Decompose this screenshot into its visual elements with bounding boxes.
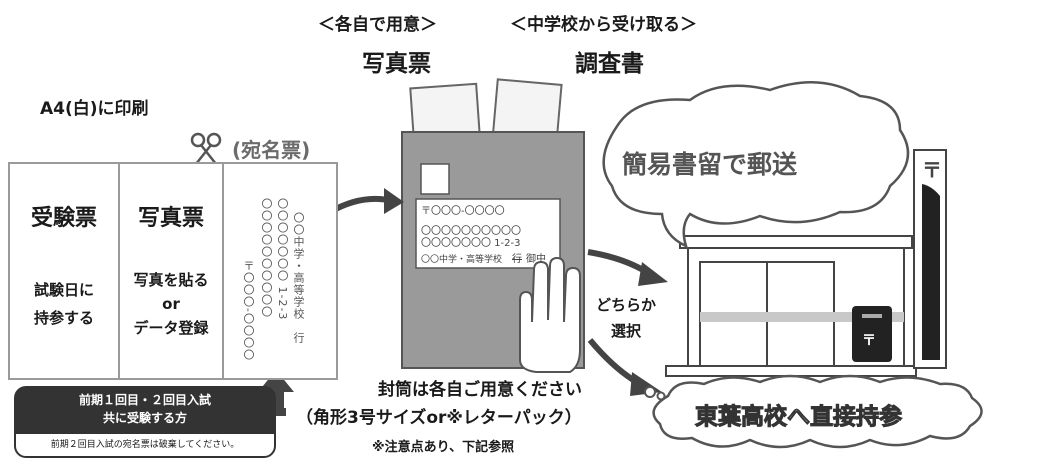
applicants-footnote: 前期２回目入試の宛名票は破棄してください。 [14,432,276,458]
address-col3: 〇〇〇〇〇〇〇 1-2-3 [276,198,289,321]
exam-card-line1: 試験日に [33,281,94,299]
warning-note: ※注意点あり、下記参照 [372,440,515,455]
survey-title: 調査書 [575,51,644,77]
scissors-icon [190,132,222,165]
arrow-up [258,370,294,416]
choice-line2: 選択 [611,322,642,340]
applicants-box: 前期１回目・２回目入試 共に受験する方 [14,386,276,434]
delivery-cloud [652,374,983,449]
arrow-to-envelope [328,195,389,215]
address-card-label: (宛名票) [232,138,311,162]
applicants-line1: 前期１回目・２回目入試 [78,393,211,407]
applicants-line2: 共に受験する方 [102,411,187,425]
envelope-line2: 〇〇〇〇〇〇〇 1-2-3 [421,238,521,249]
envelope-postal: 〒〇〇〇-〇〇〇〇 [421,206,505,217]
photo-panel-line1: 写真を貼る [133,271,209,289]
photo-card-title: 写真票 [362,51,431,77]
exam-card-panel: 受験票 試験日に 持参する [8,162,120,380]
envelope-note: 封筒は各自ご用意ください [378,380,582,400]
envelope-line1: 〇〇〇〇〇〇〇〇〇〇 [421,226,521,237]
photo-panel-line3: データ登録 [133,319,209,337]
speech-bubble [602,81,910,249]
post-office-building [665,149,947,377]
photo-panel-line2: or [162,295,180,313]
envelope-line3: 〇〇中学・高等学校 [421,255,503,265]
from-school-header: ＜中学校から受け取る＞ [510,15,697,35]
envelope-struck: 行 [512,254,522,265]
address-col1: 〒〇〇〇-〇〇〇〇 [242,260,255,361]
choice-label: どちらか 選択 [596,292,656,344]
choice-line1: どちらか [596,296,657,314]
envelope-size-note: （角形3号サイズor※レターパック） [296,408,582,428]
exam-card-line2: 持参する [33,309,94,327]
exam-card-title: 受験票 [30,206,97,231]
address-col4: 〇〇中学・高等学校 行 [292,212,305,344]
address-card-panel: 〒〇〇〇-〇〇〇〇 〇〇〇〇〇〇〇〇〇〇 〇〇〇〇〇〇〇 1-2-3 〇〇中学・… [222,162,338,380]
envelope-stamp [420,163,450,195]
self-prepare-header: ＜各自で用意＞ [318,15,437,35]
envelope-honorific: 御中 [526,254,546,265]
post-mark-icon: 〒 [922,158,942,182]
envelope-label [415,198,561,269]
mailbox [852,306,892,362]
address-col2: 〇〇〇〇〇〇〇〇〇〇 [260,198,273,318]
a4-print-label: A4(白)に印刷 [40,99,149,119]
delivery-text: 東葉高校へ直接持参 [695,404,903,431]
mailbox-mark-icon: 〒 [862,333,876,349]
photo-card-panel: 写真票 写真を貼る or データ登録 [118,162,224,380]
photo-panel-title: 写真票 [137,206,204,231]
bubble-text: 簡易書留で郵送 [622,150,798,179]
hand-icon [519,256,581,373]
